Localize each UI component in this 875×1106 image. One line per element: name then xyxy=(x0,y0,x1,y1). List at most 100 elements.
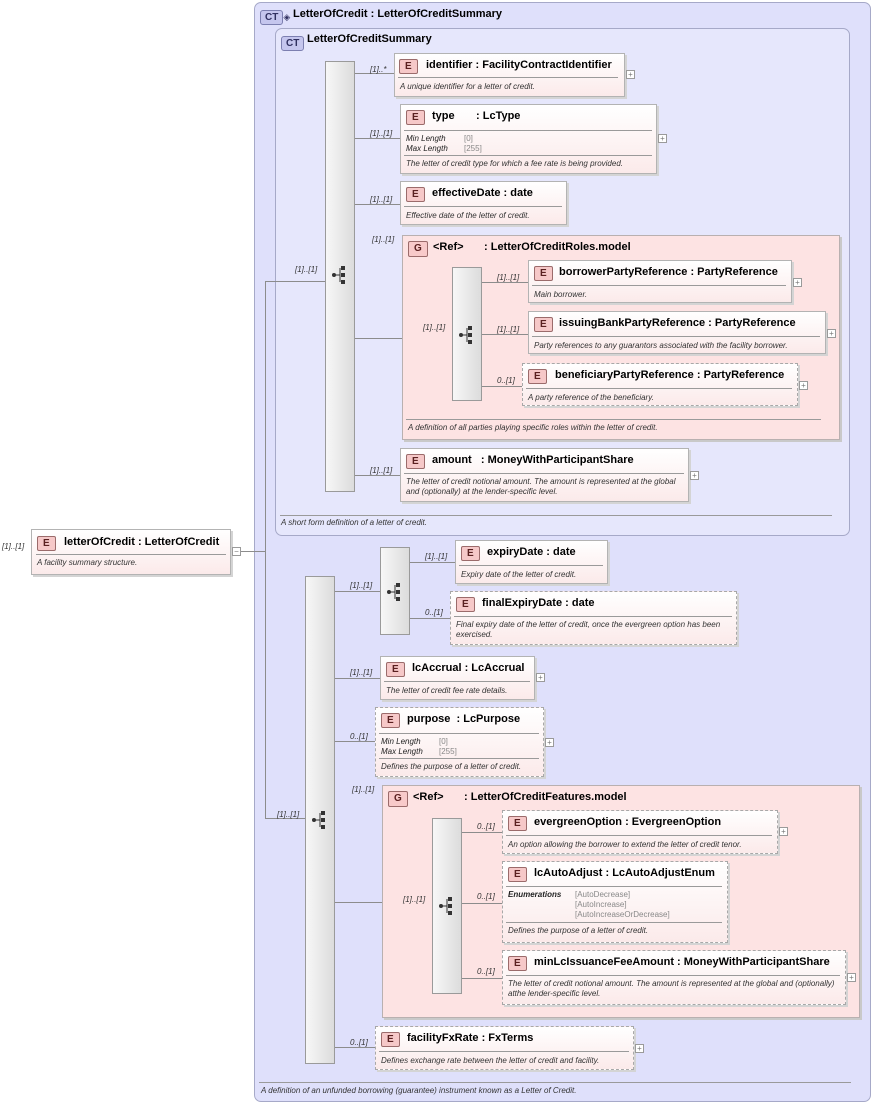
expand-icon[interactable]: + xyxy=(536,673,545,682)
element-description: The letter of credit notional amount. Th… xyxy=(406,477,676,496)
expand-icon[interactable]: + xyxy=(658,134,667,143)
element-badge: E xyxy=(508,816,527,831)
cardinality: [1]..[1] xyxy=(423,323,446,332)
collapse-icon[interactable]: − xyxy=(232,547,241,556)
expand-icon[interactable]: + xyxy=(626,70,635,79)
expand-icon[interactable]: + xyxy=(690,471,699,480)
element-title: evergreenOption : EvergreenOption xyxy=(534,816,722,828)
element-badge: E xyxy=(461,546,480,561)
expand-icon[interactable]: + xyxy=(635,1044,644,1053)
cardinality: [1]..[1] xyxy=(295,265,318,274)
sequence-icon xyxy=(312,811,325,829)
cardinality: 0..[1] xyxy=(350,1038,368,1047)
element-title: identifier : FacilityContractIdentifier xyxy=(426,59,612,71)
element-title: lcAccrual : LcAccrual xyxy=(412,662,525,674)
complex-type-badge: CT xyxy=(260,10,284,25)
element-description: Expiry date of the letter of credit. xyxy=(461,570,577,579)
element-purpose[interactable]: E purpose : LcPurpose Min Length [0] Max… xyxy=(375,707,544,777)
cardinality: [1]..[1] xyxy=(370,466,393,475)
element-title: letterOfCredit : LetterOfCredit xyxy=(64,536,220,548)
element-badge: E xyxy=(381,1032,400,1047)
expand-icon[interactable]: + xyxy=(779,827,788,836)
element-lcautoadjust[interactable]: E lcAutoAdjust : LcAutoAdjustEnum Enumer… xyxy=(502,861,728,943)
element-letterofcredit[interactable]: E letterOfCredit : LetterOfCredit A faci… xyxy=(31,529,231,575)
cardinality: 0..[1] xyxy=(477,892,495,901)
element-description: Final expiry date of the letter of credi… xyxy=(456,620,721,639)
element-badge: E xyxy=(456,597,475,612)
element-description: Defines exchange rate between the letter… xyxy=(381,1056,600,1065)
element-minlcissuancefeeamount[interactable]: E minLcIssuanceFeeAmount : MoneyWithPart… xyxy=(502,950,846,1005)
expand-icon[interactable]: + xyxy=(827,329,836,338)
element-title: amount : MoneyWithParticipantShare xyxy=(432,454,634,466)
element-description: The letter of credit fee rate details. xyxy=(386,686,508,695)
cardinality: [1]..[1] xyxy=(350,581,373,590)
element-description: A facility summary structure. xyxy=(37,558,138,567)
group-title: : LetterOfCreditFeatures.model xyxy=(464,791,627,803)
element-amount[interactable]: E amount : MoneyWithParticipantShare The… xyxy=(400,448,689,502)
complex-type-description: A short form definition of a letter of c… xyxy=(281,518,427,527)
facet-value: [255] xyxy=(464,144,482,153)
group-title: : LetterOfCreditRoles.model xyxy=(484,241,631,253)
expand-icon[interactable]: + xyxy=(545,738,554,747)
element-title: borrowerPartyReference : PartyReference xyxy=(559,266,778,278)
element-badge: E xyxy=(399,59,418,74)
sequence-icon xyxy=(439,897,452,915)
expand-icon[interactable]: + xyxy=(799,381,808,390)
element-description: The letter of credit type for which a fe… xyxy=(406,159,624,168)
element-title: beneficiaryPartyReference : PartyReferen… xyxy=(555,369,785,381)
element-evergreenoption[interactable]: E evergreenOption : EvergreenOption An o… xyxy=(502,810,778,854)
element-title: finalExpiryDate : date xyxy=(482,597,595,609)
element-badge: E xyxy=(406,110,425,125)
element-lcaccrual[interactable]: E lcAccrual : LcAccrual The letter of cr… xyxy=(380,656,535,700)
cardinality: [1]..[1] xyxy=(372,235,395,244)
expand-icon[interactable]: + xyxy=(847,973,856,982)
element-title: effectiveDate : date xyxy=(432,187,533,199)
facet-value: [0] xyxy=(464,134,473,143)
element-badge: E xyxy=(37,536,56,551)
facet-label: Max Length xyxy=(381,747,423,756)
element-badge: E xyxy=(534,317,553,332)
complex-type-badge: CT xyxy=(281,36,305,51)
cardinality: 0..[1] xyxy=(425,608,443,617)
element-identifier[interactable]: E identifier : FacilityContractIdentifie… xyxy=(394,53,625,97)
complex-type-description: A definition of an unfunded borrowing (g… xyxy=(261,1086,577,1095)
cardinality: [1]..[1] xyxy=(352,785,375,794)
element-expirydate[interactable]: E expiryDate : date Expiry date of the l… xyxy=(455,540,608,584)
element-badge: E xyxy=(381,713,400,728)
group-badge: G xyxy=(388,791,408,807)
cardinality: 0..[1] xyxy=(477,967,495,976)
complex-type-title: LetterOfCredit : LetterOfCreditSummary xyxy=(293,8,503,20)
element-finalexpirydate[interactable]: E finalExpiryDate : date Final expiry da… xyxy=(450,591,737,645)
element-issuingbankpartyreference[interactable]: E issuingBankPartyReference : PartyRefer… xyxy=(528,311,826,354)
element-title: type : LcType xyxy=(432,110,521,122)
element-badge: E xyxy=(406,187,425,202)
sequence-compositor[interactable] xyxy=(452,267,482,401)
cardinality: [1]..[1] xyxy=(2,542,25,551)
element-type[interactable]: E type : LcType Min Length [0] Max Lengt… xyxy=(400,104,657,174)
element-title: expiryDate : date xyxy=(487,546,576,558)
cardinality: [1]..[1] xyxy=(370,195,393,204)
element-effectivedate[interactable]: E effectiveDate : date Effective date of… xyxy=(400,181,567,225)
element-badge: E xyxy=(528,369,547,384)
facet-value: [0] xyxy=(439,737,448,746)
element-description: Effective date of the letter of credit. xyxy=(406,211,530,220)
element-beneficiarypartyreference[interactable]: E beneficiaryPartyReference : PartyRefer… xyxy=(522,363,798,406)
element-borrowerpartyreference[interactable]: E borrowerPartyReference : PartyReferenc… xyxy=(528,260,792,303)
expand-icon[interactable]: + xyxy=(793,278,802,287)
enum-value: [AutoDecrease] xyxy=(575,890,631,899)
element-facilityfxrate[interactable]: E facilityFxRate : FxTerms Defines excha… xyxy=(375,1026,634,1070)
cardinality: [1]..* xyxy=(370,65,387,74)
element-badge: E xyxy=(534,266,553,281)
facet-label: Min Length xyxy=(406,134,446,143)
element-badge: E xyxy=(406,454,425,469)
group-ref-label: <Ref> xyxy=(413,791,444,803)
element-description: An option allowing the borrower to exten… xyxy=(508,840,742,849)
cardinality: [1]..[1] xyxy=(425,552,448,561)
cardinality: [1]..[1] xyxy=(403,895,426,904)
element-description: Party references to any guarantors assoc… xyxy=(534,341,788,350)
element-badge: E xyxy=(508,867,527,882)
facet-label: Max Length xyxy=(406,144,448,153)
cardinality: [1]..[1] xyxy=(497,325,520,334)
enum-value: [AutoIncrease] xyxy=(575,900,627,909)
element-description: A unique identifier for a letter of cred… xyxy=(400,82,535,91)
